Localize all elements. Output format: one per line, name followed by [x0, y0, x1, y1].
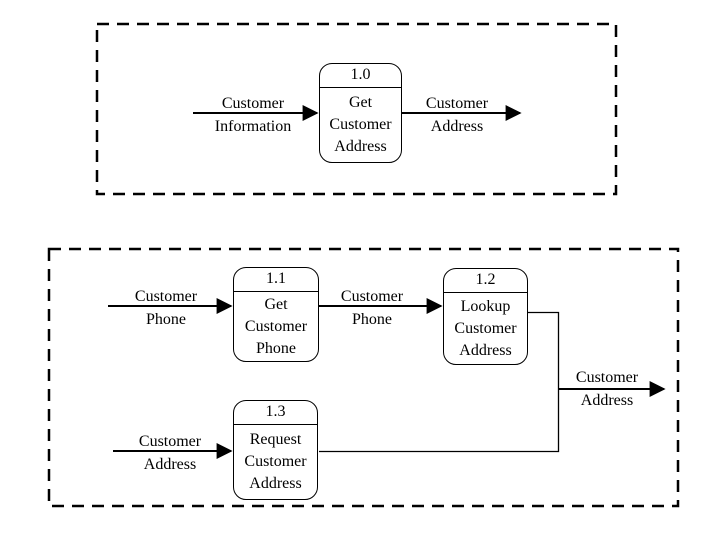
flow-label-customer-address-out: Customer Address [575, 369, 639, 409]
process-1-0-number: 1.0 [320, 64, 401, 88]
process-1-0-label: Get Customer Address [329, 94, 392, 155]
process-1-1-number: 1.1 [234, 268, 318, 292]
connector-lookup-request-join [319, 311, 560, 453]
process-1-1: 1.1 Get Customer Phone [233, 267, 319, 362]
top-system-boundary [95, 22, 618, 196]
process-1-2-label: Lookup Customer Address [454, 297, 517, 359]
flow-label-customer-address-in: Customer Address [138, 433, 202, 473]
process-1-2: 1.2 Lookup Customer Address [443, 268, 528, 365]
flow-label-customer-address-top: Customer Address [425, 95, 489, 135]
flow-label-customer-phone-in: Customer Phone [134, 288, 198, 328]
process-1-2-number: 1.2 [444, 269, 527, 293]
bottom-system-boundary [47, 247, 680, 508]
process-1-3-label: Request Customer Address [244, 431, 307, 492]
process-1-3: 1.3 Request Customer Address [233, 400, 318, 500]
process-1-3-number: 1.3 [234, 401, 317, 425]
process-1-1-label: Get Customer Phone [244, 295, 308, 357]
process-1-0: 1.0 Get Customer Address [319, 63, 402, 163]
flow-label-customer-phone-mid: Customer Phone [340, 288, 404, 328]
flow-label-customer-information: Customer Information [214, 95, 292, 135]
